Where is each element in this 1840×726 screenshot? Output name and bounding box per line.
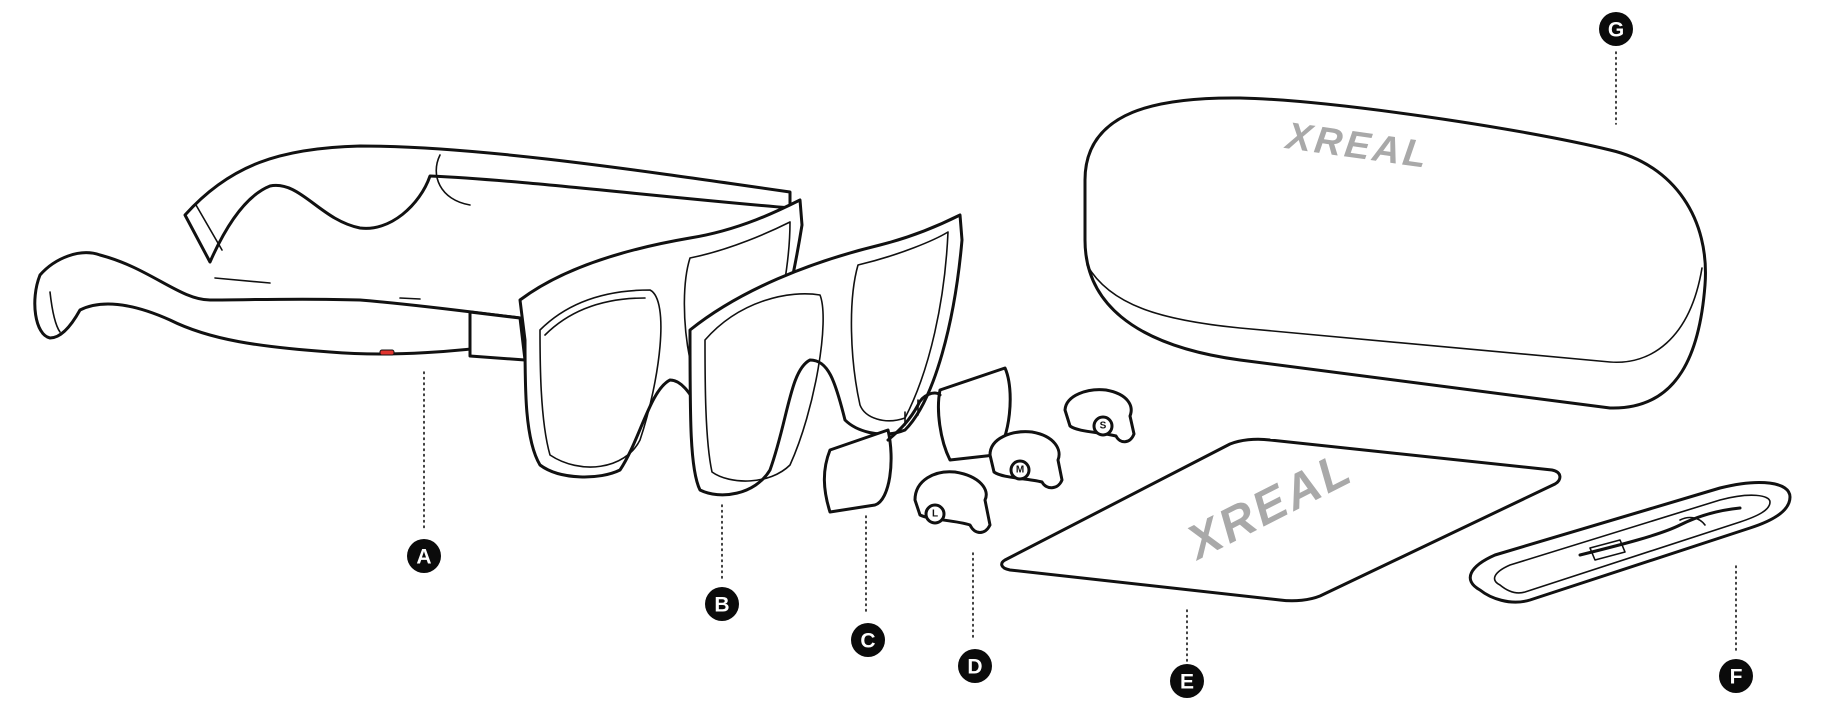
callout-g-label: G	[1608, 19, 1624, 42]
cable-tray	[1468, 481, 1792, 604]
callout-b: B	[705, 587, 739, 621]
callout-a: A	[407, 539, 441, 573]
callout-e: E	[1170, 664, 1204, 698]
callout-c: C	[851, 623, 885, 657]
carrying-case: XREAL	[1083, 96, 1707, 410]
tip-size-s	[1092, 415, 1114, 437]
tip-size-s-label: S	[1100, 421, 1107, 432]
nose-pads-set: L M S	[913, 388, 1136, 534]
tip-size-m	[1009, 459, 1031, 481]
callout-g: G	[1599, 12, 1633, 46]
callout-a-label: A	[416, 546, 431, 569]
callout-f: F	[1719, 659, 1753, 693]
callout-d-label: D	[967, 656, 982, 679]
callout-c-label: C	[860, 630, 875, 653]
callout-e-label: E	[1180, 671, 1194, 694]
callout-b-label: B	[714, 594, 729, 617]
tip-size-l	[924, 503, 946, 525]
tip-size-m-label: M	[1016, 465, 1024, 476]
tip-size-l-label: L	[932, 509, 938, 520]
power-button-icon	[379, 349, 395, 356]
leader-lines	[423, 51, 1737, 667]
callout-f-label: F	[1730, 666, 1743, 689]
prescription-clip	[822, 366, 1012, 514]
light-shield	[688, 213, 964, 497]
callout-d: D	[958, 649, 992, 683]
cleaning-cloth: XREAL	[1000, 437, 1562, 603]
glasses	[33, 144, 804, 479]
